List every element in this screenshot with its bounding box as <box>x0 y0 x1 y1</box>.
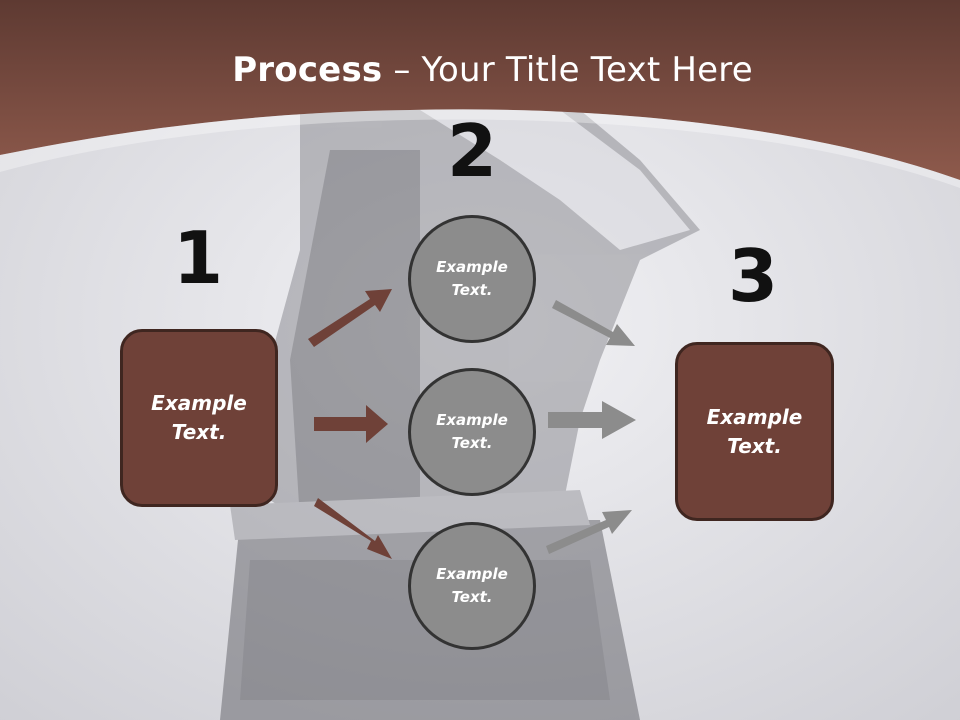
step-2-circle-middle: Example Text. <box>408 368 536 496</box>
title-rest: – Your Title Text Here <box>382 50 753 90</box>
circle-middle-label-line2: Text. <box>451 434 493 452</box>
arrow-from-circle-middle <box>548 401 636 439</box>
step-number-1: 1 <box>172 216 224 300</box>
arrow-from-circle-bottom <box>546 510 632 554</box>
header-curve-highlight <box>0 109 960 188</box>
circle-bottom-label-line1: Example <box>436 564 508 583</box>
step-1-box: Example Text. <box>120 329 278 507</box>
step-1-label-line1: Example <box>151 391 247 415</box>
step-3-label-line1: Example <box>706 404 803 429</box>
circle-top-label-line2: Text. <box>451 281 493 299</box>
step-3-label-line2: Text. <box>727 433 782 458</box>
step-3-box: Example Text. <box>675 342 834 521</box>
step-2-circle-bottom: Example Text. <box>408 522 536 650</box>
arrow-to-circle-top <box>308 289 392 347</box>
circle-middle-label-line1: Example <box>436 410 508 429</box>
step-number-3: 3 <box>727 234 779 318</box>
arrow-to-circle-middle <box>314 405 388 443</box>
header-band <box>0 0 960 180</box>
circle-bottom-label-line2: Text. <box>451 588 493 606</box>
title-bold: Process <box>232 50 383 90</box>
arrow-to-circle-bottom <box>314 498 392 559</box>
step-2-circle-top: Example Text. <box>408 215 536 343</box>
slide-title: Process – Your Title Text Here <box>0 50 960 90</box>
circle-top-label-line1: Example <box>436 257 508 276</box>
step-1-label-line2: Text. <box>171 420 227 444</box>
arrow-from-circle-top <box>552 300 635 346</box>
step-number-2: 2 <box>446 109 498 193</box>
